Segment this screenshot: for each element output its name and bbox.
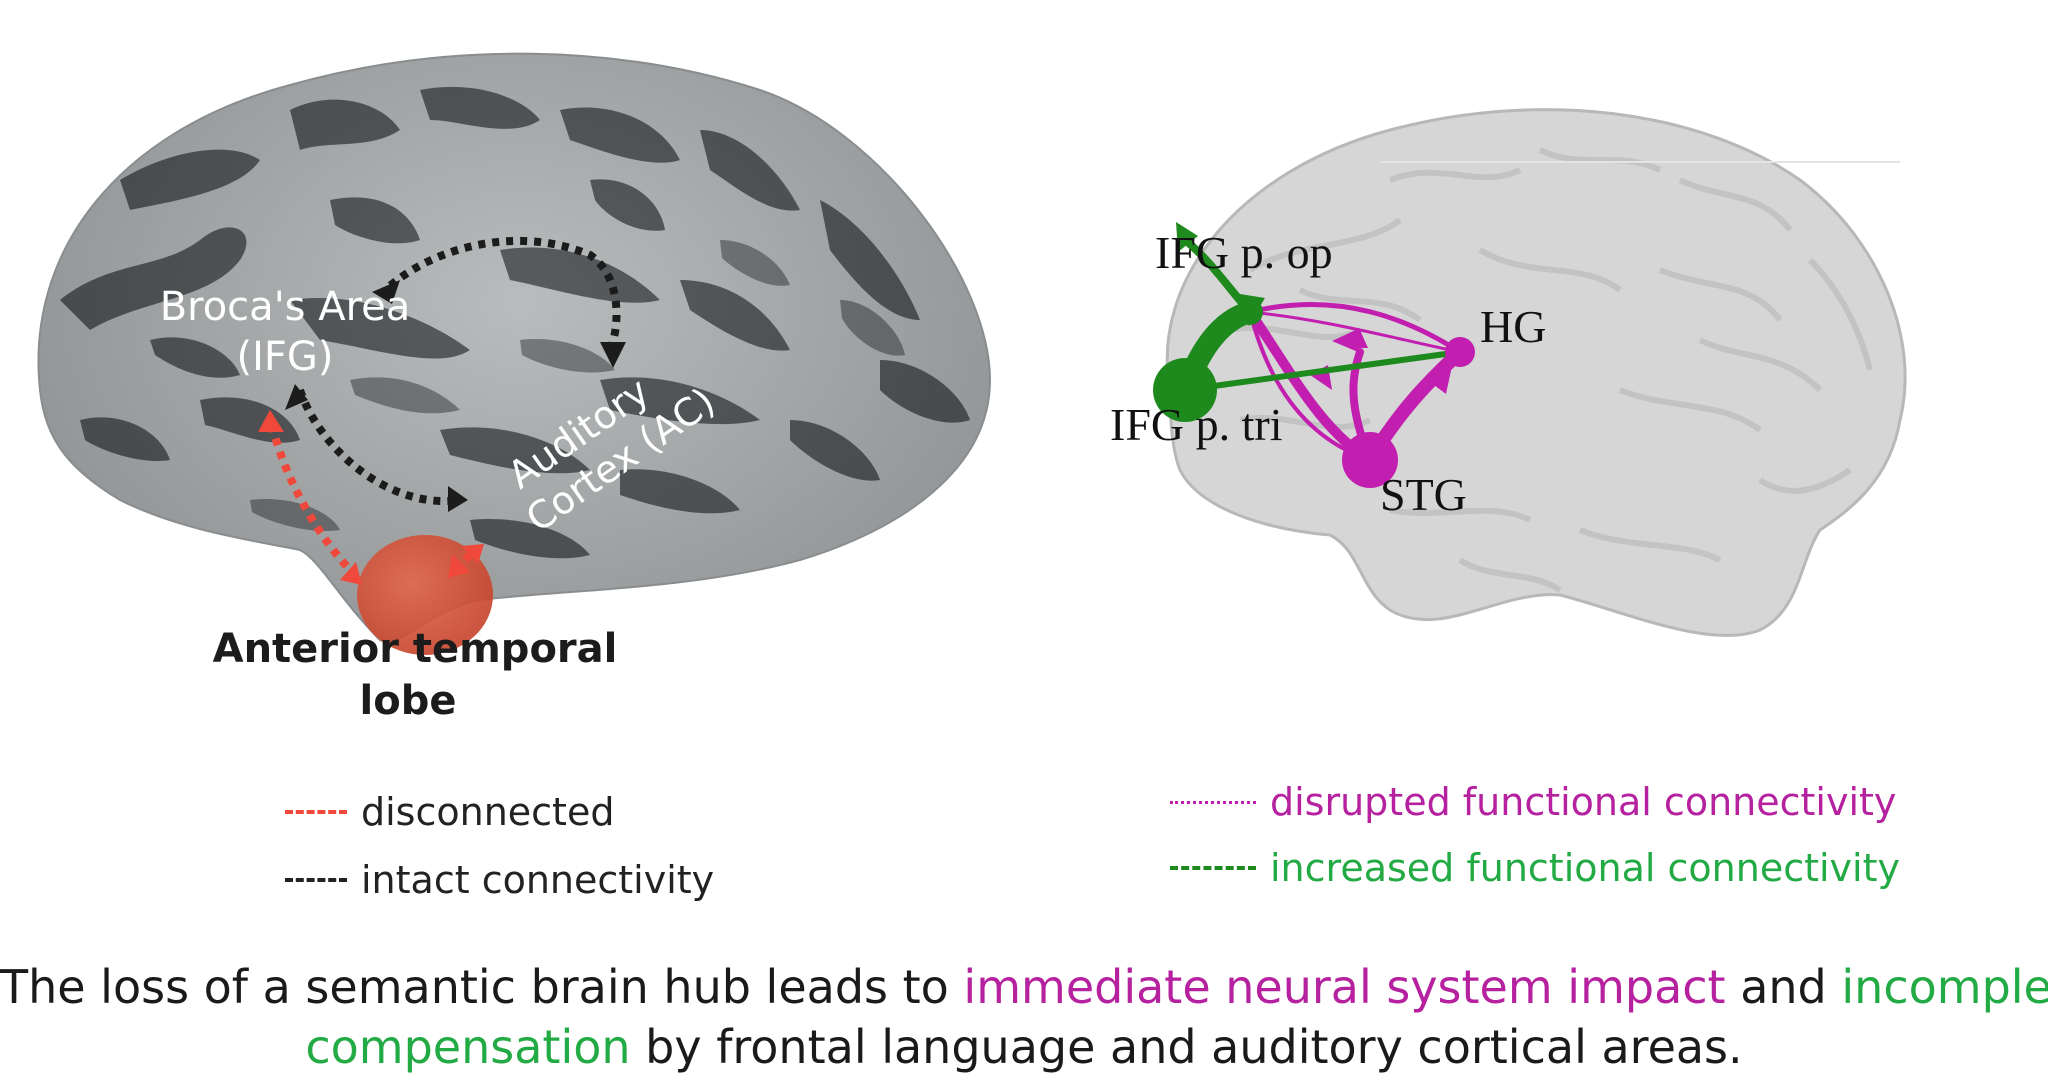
arrowhead bbox=[1176, 222, 1198, 252]
legend-label-disrupted: disrupted functional connectivity bbox=[1270, 780, 1897, 824]
arrowhead bbox=[372, 280, 400, 304]
inflated-brain-svg: Broca's Area (IFG) Auditory Cortex (AC) … bbox=[37, 52, 992, 724]
legend-label-intact: intact connectivity bbox=[361, 858, 715, 902]
legend-swatch-increased bbox=[1170, 866, 1256, 870]
caption-highlight-incomplete: incomplete bbox=[1841, 960, 2048, 1014]
label-stg: STG bbox=[1380, 469, 1467, 520]
cortex-surface bbox=[38, 53, 990, 642]
caption-highlight-compensation: compensation bbox=[305, 1020, 631, 1074]
broca-sub-label: (IFG) bbox=[236, 334, 333, 380]
caption-text: by frontal language and auditory cortica… bbox=[630, 1020, 1743, 1074]
arrowhead bbox=[285, 384, 308, 410]
node-hg bbox=[1445, 337, 1475, 367]
legend-item-disconnected: disconnected bbox=[285, 790, 614, 834]
arrowhead bbox=[448, 486, 468, 512]
label-ifg-tri: IFG p. tri bbox=[1110, 399, 1283, 450]
legend-swatch-intact bbox=[285, 878, 347, 882]
legend-item-disrupted: disrupted functional connectivity bbox=[1170, 780, 1896, 824]
inflated-brain-figure: Broca's Area (IFG) Auditory Cortex (AC) … bbox=[0, 0, 1040, 760]
node-ifg-tri bbox=[1153, 358, 1217, 422]
arrowhead bbox=[258, 410, 284, 432]
legend-item-increased: increased functional connectivity bbox=[1170, 846, 1900, 890]
caption-line-2: compensation by frontal language and aud… bbox=[0, 1020, 2048, 1074]
legend-label-disconnected: disconnected bbox=[361, 790, 615, 834]
arrowhead bbox=[340, 562, 362, 585]
caption-text: and bbox=[1725, 960, 1842, 1014]
caption-highlight-impact: immediate neural system impact bbox=[963, 960, 1726, 1014]
glass-brain-figure: IFG p. op IFG p. tri HG STG bbox=[1060, 90, 1960, 690]
caption-line-1: The loss of a semantic brain hub leads t… bbox=[0, 960, 2048, 1014]
legend-label-increased: increased functional connectivity bbox=[1270, 846, 1900, 890]
legend-swatch-disrupted bbox=[1170, 800, 1256, 804]
node-stg bbox=[1342, 432, 1398, 488]
broca-label: Broca's Area bbox=[160, 284, 411, 330]
legend-swatch-disconnected bbox=[285, 810, 347, 814]
arrowhead bbox=[1430, 366, 1452, 394]
arrowhead bbox=[600, 342, 626, 368]
glass-brain-silhouette bbox=[1165, 108, 1907, 637]
arrowhead bbox=[462, 544, 484, 564]
arrowhead bbox=[448, 554, 470, 578]
atl-sub-label: lobe bbox=[360, 678, 457, 724]
node-ifg-op bbox=[1237, 299, 1263, 325]
intact-connectivity-arrows bbox=[296, 236, 621, 506]
arrowhead bbox=[1352, 330, 1368, 348]
label-hg: HG bbox=[1480, 301, 1546, 352]
legend-item-intact: intact connectivity bbox=[285, 858, 714, 902]
caption-text: The loss of a semantic brain hub leads t… bbox=[0, 960, 964, 1014]
glass-brain-svg: IFG p. op IFG p. tri HG STG bbox=[1110, 108, 1907, 637]
label-ifg-op: IFG p. op bbox=[1155, 227, 1333, 278]
atl-label: Anterior temporal bbox=[213, 626, 618, 672]
